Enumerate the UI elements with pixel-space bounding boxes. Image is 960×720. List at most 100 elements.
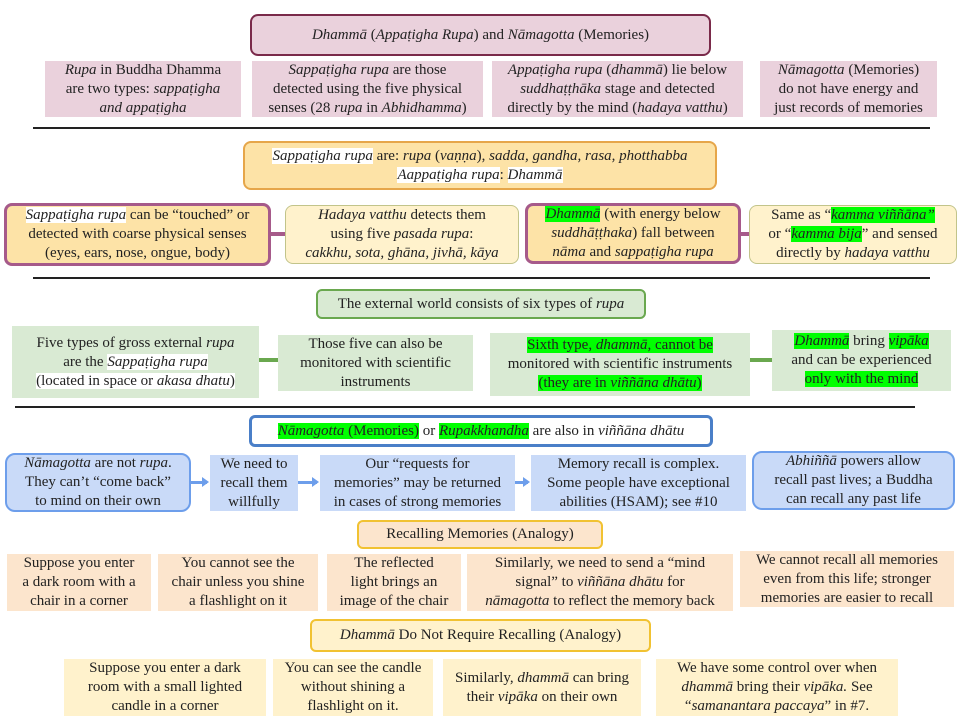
- text-segment: can bring: [569, 669, 629, 686]
- text-segment: We have some control over when: [677, 660, 877, 676]
- text-segment: senses (28: [268, 99, 335, 116]
- highlighted-text: (they are in: [538, 375, 611, 391]
- text-segment: You cannot see the: [181, 555, 295, 571]
- text-segment: just records of memories: [774, 99, 923, 116]
- text-line: directly by the mind (hadaya vatthu): [507, 99, 727, 118]
- text-segment: samanantara paccaya: [691, 698, 825, 714]
- highlighted-text: dhammā,: [595, 337, 652, 353]
- text-segment: Memory recall is complex.: [557, 455, 720, 472]
- text-segment: ): [722, 99, 728, 116]
- box-namagotta-definition: Nāmagotta (Memories)do not have energy a…: [760, 61, 937, 117]
- text-line: You cannot see the: [181, 554, 294, 573]
- text-segment: Sappaṭigha rupa: [272, 147, 373, 164]
- text-segment: Nāmagotta: [24, 455, 91, 471]
- text-segment: instruments: [340, 373, 411, 390]
- text-line: Nāmagotta are not rupa.: [24, 454, 172, 473]
- text-segment: recall them: [220, 474, 288, 491]
- text-segment: Five types of gross external: [36, 334, 207, 351]
- text-segment: Do Not Require Recalling (Analogy): [394, 627, 622, 643]
- box-memory-recall-complex: Memory recall is complex.Some people hav…: [531, 455, 746, 511]
- text-segment: Sappaṭigha rupa: [107, 353, 208, 370]
- text-segment: ) and: [473, 26, 508, 43]
- text-segment: Recalling Memories (Analogy): [386, 526, 574, 542]
- text-segment: Similarly,: [454, 669, 518, 686]
- text-line: just records of memories: [774, 99, 923, 118]
- arrow-right-icon: [190, 477, 209, 487]
- text-line: Memory recall is complex.: [558, 455, 720, 474]
- text-segment: Hadaya vatthu: [318, 207, 407, 223]
- text-segment: are two types:: [65, 80, 154, 97]
- text-line: We cannot recall all memories: [756, 551, 938, 570]
- section-title-six-types: The external world consists of six types…: [316, 289, 646, 319]
- section-title-vinnana-dhatu: Nāmagotta (Memories) or Rupakkhandha are…: [249, 415, 713, 447]
- text-segment: rupa: [595, 295, 625, 312]
- text-segment: ” in #7.: [824, 698, 870, 714]
- text-segment: directly by the mind (: [507, 99, 638, 116]
- text-segment: ): [461, 99, 467, 116]
- text-segment: akasa dhatu: [156, 372, 230, 389]
- text-line: Suppose you enter a dark: [89, 659, 241, 678]
- text-line: even from this life; stronger: [763, 570, 930, 589]
- text-segment: (: [602, 61, 612, 78]
- highlighted-text: Rupakkhandha: [438, 422, 529, 439]
- text-segment: hadaya vatthu: [844, 245, 930, 261]
- text-line: suddhāṭṭhaka) fall between: [551, 224, 714, 243]
- text-segment: sappaṭigha: [153, 80, 221, 97]
- text-line: Five types of gross external rupa: [37, 334, 235, 353]
- text-segment: pasada rupa: [393, 226, 470, 242]
- text-line: Rupa in Buddha Dhamma: [65, 61, 221, 80]
- text-segment: a flashlight on it: [189, 593, 287, 609]
- text-line: Sappaṭigha rupa can be “touched” or: [25, 206, 249, 225]
- highlighted-text: Dhammā: [545, 206, 601, 222]
- connector: [268, 232, 288, 236]
- text-segment: vipāka.: [803, 679, 848, 695]
- text-segment: :: [469, 226, 474, 242]
- text-line: suddhaṭṭhāka stage and detected: [520, 80, 715, 99]
- text-line: Hadaya vatthu detects them: [318, 206, 486, 225]
- text-segment: and appaṭigha: [99, 99, 187, 116]
- text-segment: for: [663, 574, 685, 590]
- text-segment: recall past lives; a Buddha: [774, 472, 933, 488]
- text-segment: dhammā: [611, 61, 663, 78]
- text-segment: See: [847, 679, 873, 695]
- text-line: Similarly, we need to send a “mind: [495, 554, 705, 573]
- text-segment: their: [466, 688, 498, 705]
- text-segment: are:: [372, 147, 403, 164]
- text-segment: Abhiññā: [786, 453, 837, 469]
- text-segment: viññāna dhātu: [598, 422, 685, 439]
- text-line: senses (28 rupa in Abhidhamma): [268, 99, 466, 118]
- text-segment: detected using the five physical: [272, 80, 463, 97]
- text-line: detected with coarse physical senses: [28, 225, 246, 244]
- text-segment: or “: [768, 226, 792, 242]
- text-line: We need to: [220, 455, 287, 474]
- text-segment: Similarly, we need to send a “mind: [494, 555, 706, 571]
- text-segment: (Memories): [574, 26, 650, 43]
- text-segment: The reflected: [354, 555, 434, 571]
- text-segment: detected with coarse physical senses: [28, 226, 247, 242]
- text-segment: Rupa: [64, 61, 97, 78]
- text-segment: flashlight on it.: [307, 698, 399, 714]
- text-segment: rupa: [402, 147, 432, 164]
- text-line: to mind on their own: [35, 492, 161, 511]
- text-line: image of the chair: [340, 592, 449, 611]
- text-segment: Suppose you enter: [23, 555, 135, 571]
- text-segment: rupa: [206, 334, 235, 351]
- text-segment: to reflect the memory back: [549, 593, 715, 609]
- text-segment: bring: [849, 333, 889, 349]
- text-line: “samanantara paccaya” in #7.: [685, 697, 869, 716]
- connector: [747, 358, 774, 362]
- text-segment: nāmagotta: [485, 593, 550, 609]
- text-line: chair in a corner: [30, 592, 128, 611]
- text-segment: a dark room with a: [22, 574, 136, 590]
- text-segment: memories” may be returned: [333, 474, 501, 491]
- text-line: willfully: [228, 493, 280, 512]
- text-segment: room with a small lighted: [87, 679, 243, 695]
